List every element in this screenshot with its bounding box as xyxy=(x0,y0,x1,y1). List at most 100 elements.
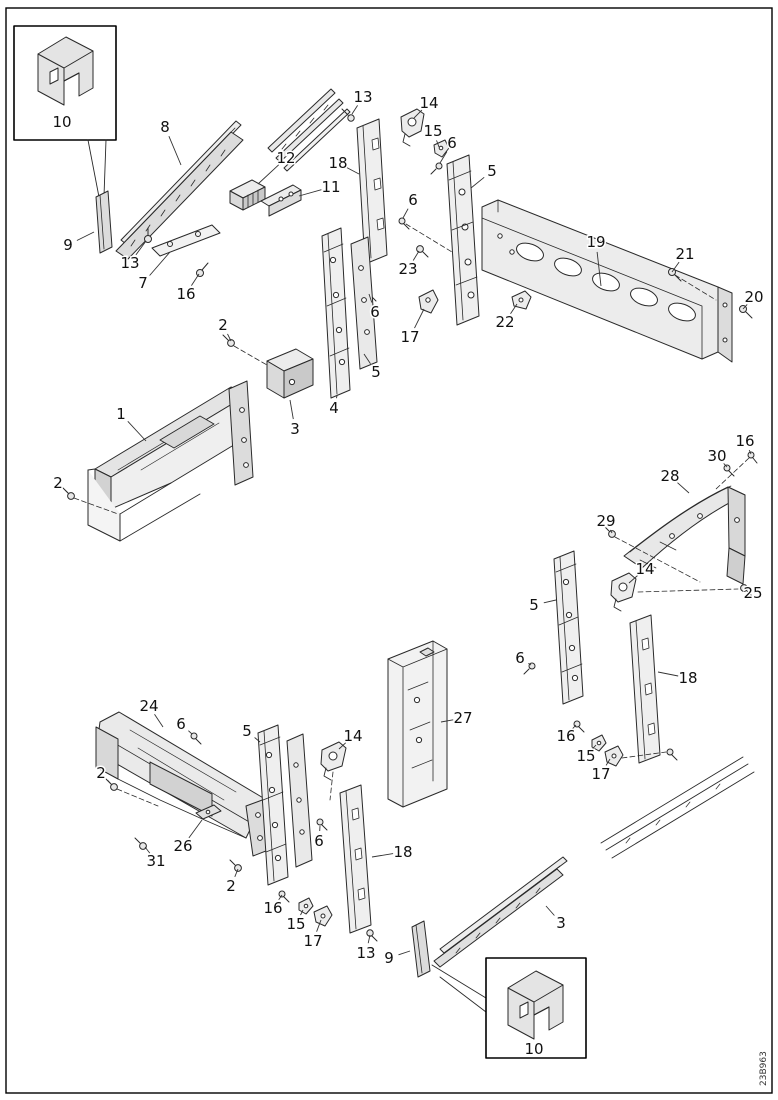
callout-leader-20 xyxy=(742,304,748,310)
bolt-13-top-left-icon xyxy=(144,227,152,243)
part-18-liner-channel-right xyxy=(629,614,661,764)
bolt-16-bottom-icon xyxy=(278,890,290,903)
callout-2: 2 xyxy=(96,764,106,782)
callout-leader-30 xyxy=(723,463,728,468)
callout-leader-17 xyxy=(605,758,611,766)
callout-1: 1 xyxy=(116,405,126,423)
part-5-gate-post-right xyxy=(553,550,584,705)
callout-7: 7 xyxy=(138,274,148,292)
callout-leader-6 xyxy=(439,151,448,164)
callout-24: 24 xyxy=(139,697,158,715)
callout-10: 10 xyxy=(52,113,71,131)
callout-13: 13 xyxy=(356,944,375,962)
callout-leader-16 xyxy=(748,449,752,455)
callout-leader-6 xyxy=(528,663,532,666)
inset-detail-box-top-left xyxy=(13,25,117,141)
callout-leader-12 xyxy=(257,164,280,185)
callout-9: 9 xyxy=(384,949,394,967)
callout-leader-24 xyxy=(154,714,164,728)
callout-12: 12 xyxy=(276,149,295,167)
callout-18: 18 xyxy=(678,669,697,687)
callout-3: 3 xyxy=(556,914,566,932)
bolt-2-bottom-icon xyxy=(229,859,242,872)
callout-22: 22 xyxy=(495,313,514,331)
callout-leader-5 xyxy=(363,353,371,364)
callout-20: 20 xyxy=(744,288,763,306)
callout-18: 18 xyxy=(393,843,412,861)
part-8-rail xyxy=(115,120,244,260)
callout-17: 17 xyxy=(400,328,419,346)
callout-11: 11 xyxy=(321,178,340,196)
callout-3: 3 xyxy=(290,420,300,438)
callout-leader-16 xyxy=(572,724,577,729)
callout-13: 13 xyxy=(353,88,372,106)
callout-leader-29 xyxy=(610,529,613,534)
callout-19: 19 xyxy=(586,233,605,251)
callout-leader-11 xyxy=(298,189,322,197)
callout-leader-21 xyxy=(671,261,680,273)
callout-leader-2 xyxy=(227,333,232,342)
callout-16: 16 xyxy=(556,727,575,745)
part-27-front-panel xyxy=(387,640,448,808)
callout-leader-15 xyxy=(300,909,304,916)
callout-leader-6 xyxy=(368,293,373,303)
callout-9: 9 xyxy=(63,236,73,254)
callout-leader-13 xyxy=(135,240,147,256)
alignment-line-2-left xyxy=(73,497,119,515)
callout-28: 28 xyxy=(660,467,679,485)
callout-14: 14 xyxy=(419,94,438,112)
callout-5: 5 xyxy=(371,363,381,381)
callout-17: 17 xyxy=(303,932,322,950)
figure-code: 23B963 xyxy=(759,1051,769,1086)
callout-leader-3 xyxy=(545,905,555,916)
callout-29: 29 xyxy=(596,512,615,530)
part-18-liner-channel-bottom xyxy=(339,784,372,934)
bolt-30-icon xyxy=(723,464,735,477)
alignment-line-2-top xyxy=(233,345,268,366)
callout-5: 5 xyxy=(529,596,539,614)
callout-25: 25 xyxy=(743,584,762,602)
part-3-mount-bracket xyxy=(266,348,314,399)
callout-27: 27 xyxy=(453,709,472,727)
callout-16: 16 xyxy=(735,432,754,450)
callout-6: 6 xyxy=(408,191,418,209)
part-28-extension-assembly xyxy=(623,485,746,585)
part-14-lift-bracket-right xyxy=(610,572,637,612)
part-15-clip-mid xyxy=(591,734,607,752)
callout-21: 21 xyxy=(675,245,694,263)
callout-leader-18 xyxy=(346,167,360,175)
callout-23: 23 xyxy=(398,260,417,278)
part-14-lift-bracket-top xyxy=(400,108,425,147)
part-5-gate-post-top-right xyxy=(446,154,480,326)
callout-26: 26 xyxy=(173,837,192,855)
callout-leader-8 xyxy=(168,136,182,166)
callout-leader-2 xyxy=(64,489,70,495)
callout-leader-27 xyxy=(440,719,454,723)
upper-trim-strips xyxy=(267,88,351,172)
callout-31: 31 xyxy=(146,852,165,870)
bolt-6-bottom-left-icon xyxy=(190,732,202,745)
callout-4: 4 xyxy=(329,399,339,417)
callout-10: 10 xyxy=(524,1040,543,1058)
bolt-2-top-icon xyxy=(222,334,235,347)
callout-5: 5 xyxy=(487,162,497,180)
callout-leader-3 xyxy=(289,399,294,420)
callout-6: 6 xyxy=(314,832,324,850)
callout-leader-6 xyxy=(188,730,193,735)
inset-detail-box-bottom-right xyxy=(485,957,587,1059)
callout-16: 16 xyxy=(176,285,195,303)
callout-13: 13 xyxy=(120,254,139,272)
callout-leader-15 xyxy=(592,744,597,749)
callout-30: 30 xyxy=(707,447,726,465)
callout-6: 6 xyxy=(447,134,457,152)
alignment-line-23 xyxy=(405,223,453,253)
alignment-line-21 xyxy=(674,274,717,301)
callout-leader-23 xyxy=(412,250,420,261)
part-5b-gate-post-bottom xyxy=(286,733,313,868)
callout-6: 6 xyxy=(176,715,186,733)
part-7-plate xyxy=(151,224,221,257)
callout-leader-14 xyxy=(338,742,347,750)
part-1-frame-horn-assembly xyxy=(87,380,254,542)
